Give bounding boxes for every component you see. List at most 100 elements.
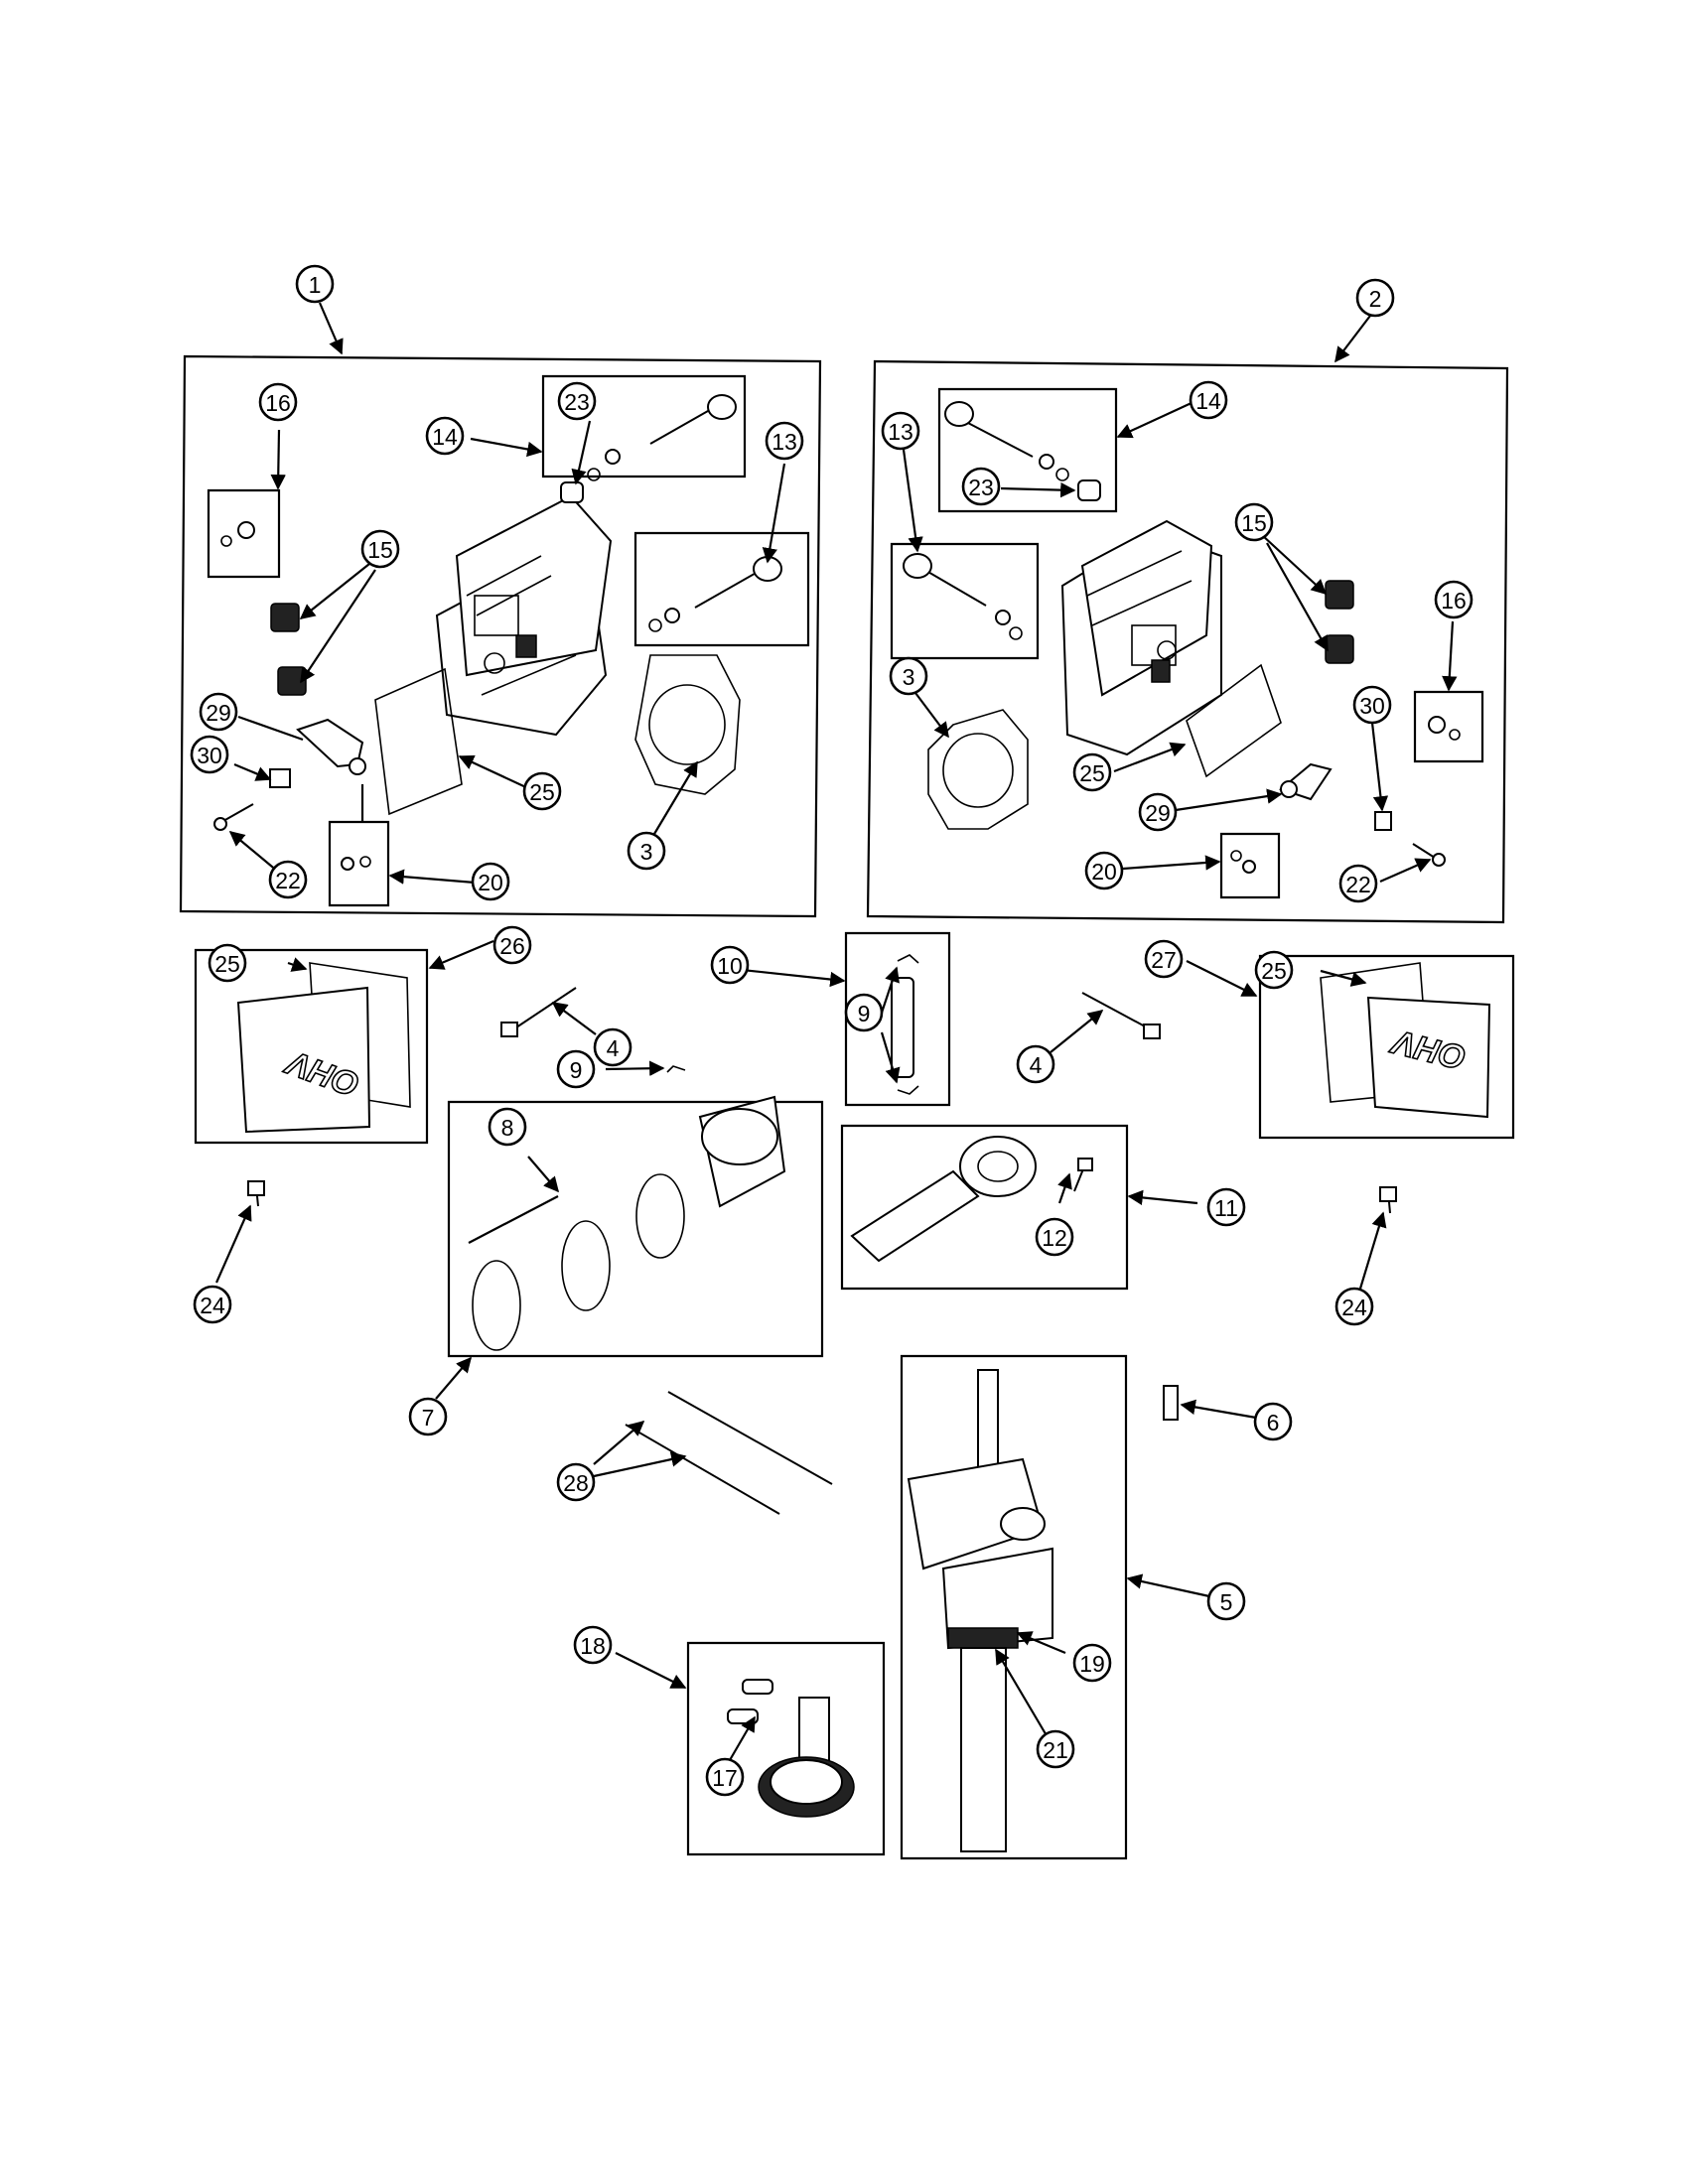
svg-text:16: 16 <box>1441 588 1467 614</box>
callout-12: 12 <box>1035 1217 1074 1257</box>
callout-13-left: 13 <box>765 421 804 461</box>
svg-text:3: 3 <box>640 839 653 865</box>
cylinder-head-box-1 <box>179 354 822 918</box>
callout-2: 2 <box>1355 278 1395 318</box>
svg-text:25: 25 <box>1261 958 1287 984</box>
svg-text:19: 19 <box>1079 1651 1105 1677</box>
callout-15-right: 15 <box>1234 502 1274 542</box>
box-7 <box>447 1100 824 1358</box>
cylinder-head-box-2 <box>866 359 1509 924</box>
svg-text:25: 25 <box>529 779 555 805</box>
box-23-14-left <box>541 374 747 478</box>
svg-text:24: 24 <box>1341 1295 1367 1320</box>
svg-text:25: 25 <box>1079 760 1105 786</box>
callout-8: 8 <box>488 1107 527 1147</box>
svg-text:15: 15 <box>1241 510 1267 536</box>
push-rods <box>625 1391 833 1515</box>
box-20-right <box>1219 832 1281 899</box>
box-10 <box>844 931 951 1107</box>
box-26-left <box>194 948 429 1145</box>
box-13-left <box>633 531 810 647</box>
box-27-right <box>1258 954 1515 1140</box>
head-gaskets <box>374 654 1282 830</box>
svg-text:13: 13 <box>888 419 913 445</box>
callout-18: 18 <box>573 1625 613 1665</box>
svg-text:18: 18 <box>580 1633 606 1659</box>
piston-and-rings <box>472 1065 786 1351</box>
svg-text:29: 29 <box>1145 800 1171 826</box>
callout-30-right: 30 <box>1352 685 1392 725</box>
callout-19: 19 <box>1072 1643 1112 1683</box>
callout-16-right: 16 <box>1434 580 1474 619</box>
svg-text:20: 20 <box>478 870 503 895</box>
callout-20-right: 20 <box>1084 851 1124 890</box>
callout-26: 26 <box>492 925 532 965</box>
bolts-4-24 <box>247 987 1397 1214</box>
svg-text:9: 9 <box>570 1057 583 1083</box>
svg-text:21: 21 <box>1043 1737 1068 1763</box>
piston-pin <box>891 954 919 1095</box>
callout-10: 10 <box>710 945 750 985</box>
callout-25-left-head: 25 <box>522 771 562 811</box>
callout-13-right: 13 <box>881 411 920 451</box>
callout-23-left: 23 <box>557 381 597 421</box>
svg-text:26: 26 <box>499 933 525 959</box>
box-18 <box>686 1641 886 1856</box>
callout-30-left: 30 <box>190 735 229 774</box>
callout-20-left: 20 <box>471 862 510 901</box>
svg-text:24: 24 <box>200 1293 225 1318</box>
cylinder-head-right <box>1060 519 1222 756</box>
callout-7: 7 <box>408 1397 448 1436</box>
crankshaft <box>907 1369 1053 1852</box>
box-5 <box>900 1354 1128 1860</box>
callout-6: 6 <box>1253 1402 1293 1441</box>
callout-25-right-cover: 25 <box>1254 950 1294 990</box>
callout-29-left: 29 <box>199 692 238 732</box>
svg-text:14: 14 <box>432 424 458 450</box>
svg-text:22: 22 <box>1345 872 1371 897</box>
callout-24-right: 24 <box>1334 1287 1374 1326</box>
callout-15-left: 15 <box>360 529 400 569</box>
box-16-left <box>207 488 281 579</box>
svg-text:20: 20 <box>1091 859 1117 885</box>
callout-24-left: 24 <box>193 1285 232 1324</box>
svg-text:27: 27 <box>1151 947 1177 973</box>
svg-text:25: 25 <box>214 951 240 977</box>
key-6 <box>1163 1385 1179 1421</box>
callout-22-left: 22 <box>268 860 308 899</box>
box-20-left <box>328 820 390 907</box>
svg-text:23: 23 <box>564 389 590 415</box>
svg-text:28: 28 <box>563 1470 589 1496</box>
callout-14-right: 14 <box>1189 380 1228 420</box>
callout-4-left: 4 <box>593 1027 632 1067</box>
callout-21: 21 <box>1036 1729 1075 1769</box>
callout-22-right: 22 <box>1338 864 1378 903</box>
box-14-right <box>937 387 1118 513</box>
box-13-right <box>890 542 1040 660</box>
box-16-right <box>1413 690 1484 763</box>
svg-text:22: 22 <box>275 868 301 893</box>
callout-11: 11 <box>1206 1187 1246 1227</box>
callout-23-right: 23 <box>961 467 1001 506</box>
camshaft <box>727 1679 855 1818</box>
svg-text:4: 4 <box>1030 1052 1043 1078</box>
svg-text:15: 15 <box>367 537 393 563</box>
svg-text:23: 23 <box>968 475 994 500</box>
cylinder-head-left <box>435 494 613 737</box>
svg-text:1: 1 <box>309 272 322 298</box>
callout-9-piston: 9 <box>556 1049 596 1089</box>
callout-9-pin: 9 <box>844 993 884 1032</box>
callout-3-left: 3 <box>627 831 666 871</box>
group-boxes <box>179 354 1515 1860</box>
callout-1: 1 <box>295 264 335 304</box>
callout-25-left-cover: 25 <box>208 943 247 983</box>
svg-text:3: 3 <box>903 664 915 690</box>
svg-text:10: 10 <box>717 953 743 979</box>
svg-text:9: 9 <box>858 1001 871 1026</box>
svg-text:5: 5 <box>1220 1589 1233 1615</box>
svg-text:29: 29 <box>206 700 231 726</box>
svg-text:12: 12 <box>1042 1225 1067 1251</box>
svg-text:30: 30 <box>197 743 222 768</box>
callout-17: 17 <box>705 1757 745 1797</box>
